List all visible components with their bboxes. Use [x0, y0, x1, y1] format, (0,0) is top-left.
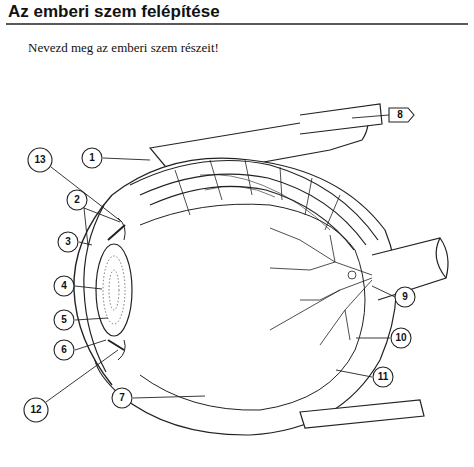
callout-number: 8 — [397, 109, 403, 121]
callout-number: 11 — [378, 371, 389, 383]
callout-number: 13 — [34, 154, 45, 166]
callout-number: 6 — [61, 344, 67, 356]
callout-number: 3 — [65, 236, 71, 248]
callout-number: 5 — [61, 314, 67, 326]
instruction-text: Nevezd meg az emberi szem részeit! — [28, 40, 219, 56]
callout-number: 1 — [89, 152, 95, 164]
callout-number: 7 — [119, 392, 125, 404]
callout-number: 12 — [30, 404, 41, 416]
callout-number: 2 — [74, 194, 80, 206]
callout-number: 9 — [402, 291, 408, 303]
worksheet-title: Az emberi szem felépítése — [8, 2, 220, 22]
callout-number: 4 — [61, 280, 67, 292]
callout-number: 10 — [395, 332, 406, 344]
